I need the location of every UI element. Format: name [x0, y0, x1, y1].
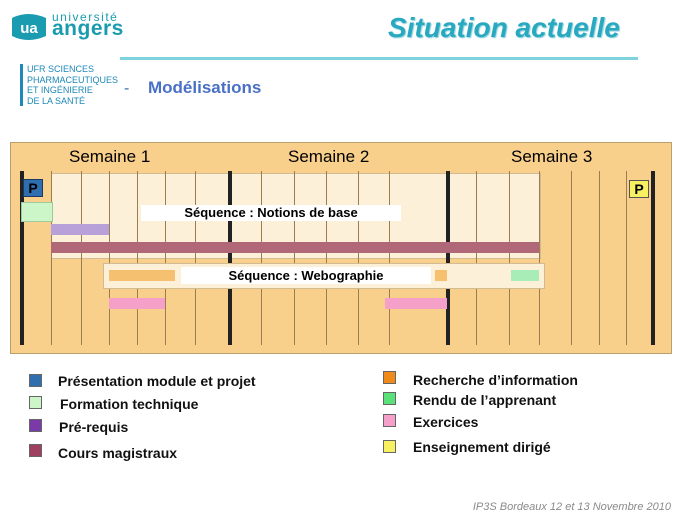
grid-line — [626, 171, 627, 345]
grid-line — [539, 171, 540, 345]
ufr-line: UFR SCIENCES — [27, 64, 95, 74]
legend-recherche-swatch — [383, 371, 396, 384]
university-logo-icon: ua — [12, 14, 46, 40]
legend-formation-label: Formation technique — [60, 396, 199, 412]
legend-enseignement-swatch — [383, 440, 396, 453]
grid-line — [261, 171, 262, 345]
sequence-label-notions: Séquence : Notions de base — [141, 205, 401, 221]
footer-event-text: IP3S Bordeaux 12 et 13 Novembre 2010 — [472, 501, 671, 513]
legend-exercices-swatch — [383, 414, 396, 427]
grid-line — [358, 171, 359, 345]
exercices-bar — [109, 298, 165, 309]
ufr-line: DE LA SANTÉ — [27, 95, 86, 106]
grid-line — [51, 171, 52, 345]
ufr-label: UFR SCIENCES PHARMACEUTIQUES ET INGÉNIER… — [20, 64, 118, 106]
sequence-label-webographie: Séquence : Webographie — [181, 267, 431, 284]
week-separator-line — [228, 171, 232, 345]
exercices-bar — [385, 298, 447, 309]
grid-line — [476, 171, 477, 345]
logo-university-text: université — [52, 10, 119, 24]
ufr-line: PHARMACEUTIQUES — [27, 74, 119, 85]
grid-line — [571, 171, 572, 345]
grid-line — [137, 171, 138, 345]
week-separator-line — [446, 171, 450, 345]
legend-cours-swatch — [29, 444, 42, 457]
timeline-end-line — [651, 171, 655, 345]
legend-exercices-label: Exercices — [413, 414, 479, 430]
grid-line — [294, 171, 295, 345]
legend-rendu-label: Rendu de l’apprenant — [413, 392, 557, 408]
subtitle-dash: - — [124, 80, 130, 97]
week-label: Semaine 1 — [69, 147, 151, 166]
legend-formation-swatch — [29, 396, 42, 409]
grid-line — [509, 171, 510, 345]
grid-line — [165, 171, 166, 345]
p-marker-end: P — [629, 180, 649, 198]
legend-prerequis-label: Pré-requis — [59, 419, 129, 435]
legend-cours-label: Cours magistraux — [58, 445, 178, 461]
grid-line — [109, 171, 110, 345]
timeline-start-line — [20, 171, 24, 345]
recherche-information-bar — [435, 270, 447, 281]
prerequis-bar — [51, 224, 109, 235]
rendu-apprenant-bar — [511, 270, 539, 281]
cours-magistraux-bar — [51, 242, 539, 253]
timeline-chart: Semaine 1 Semaine 2 Semaine 3 P P Séquen… — [10, 142, 672, 354]
legend-enseignement-label: Enseignement dirigé — [413, 439, 551, 455]
grid-line — [389, 171, 390, 345]
legend-rendu-swatch — [383, 392, 396, 405]
title-underline — [120, 57, 638, 60]
grid-line — [326, 171, 327, 345]
logo-angers-text: angers — [52, 17, 124, 40]
grid-line — [599, 171, 600, 345]
grid-line — [81, 171, 82, 345]
svg-text:ua: ua — [20, 20, 38, 37]
slide-subtitle: Modélisations — [148, 78, 262, 97]
legend-prerequis-swatch — [29, 419, 42, 432]
grid-line — [195, 171, 196, 345]
week-label: Semaine 2 — [288, 147, 370, 166]
ufr-line: ET INGÉNIERIE — [27, 85, 93, 95]
slide-title: Situation actuelle — [388, 12, 620, 43]
p-marker-start: P — [23, 179, 43, 197]
recherche-information-bar — [109, 270, 175, 281]
legend-presentation-label: Présentation module et projet — [58, 373, 256, 389]
formation-technique-bar — [21, 202, 53, 222]
week-label: Semaine 3 — [511, 147, 593, 166]
legend-recherche-label: Recherche d’information — [413, 372, 578, 388]
legend-presentation-swatch — [29, 374, 42, 387]
